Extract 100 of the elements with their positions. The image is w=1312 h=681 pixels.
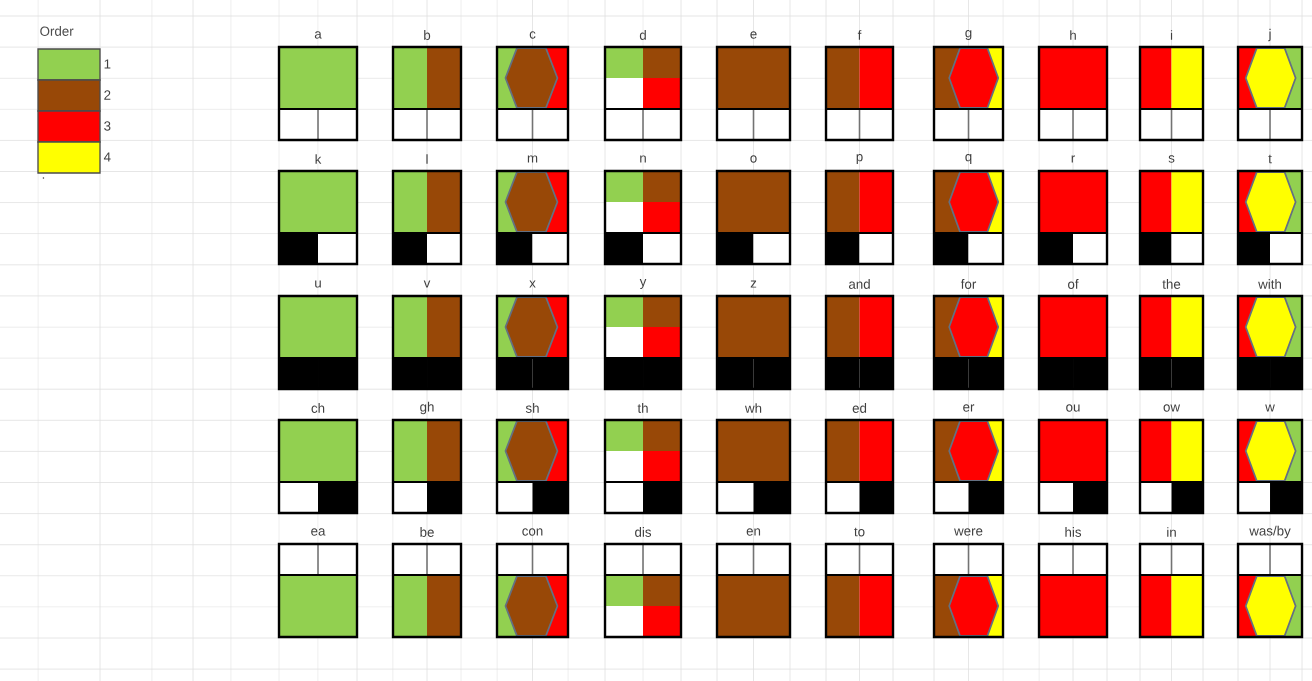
glyph: u <box>277 280 359 391</box>
node-label: sh <box>525 403 539 413</box>
node-label: was/by <box>1249 525 1291 539</box>
glyph: sh <box>495 403 570 515</box>
glyph: ou <box>1037 404 1109 515</box>
glyph: with <box>1236 279 1304 391</box>
node-label: en <box>746 528 761 536</box>
node-label: i <box>1170 30 1173 40</box>
node-label: for <box>960 279 977 289</box>
glyph: j <box>1236 28 1304 142</box>
node-label: to <box>854 527 865 537</box>
node-label: j <box>1268 28 1271 42</box>
glyph: g <box>932 30 1005 142</box>
node-label: g <box>965 30 972 40</box>
node-label: gh <box>420 401 434 415</box>
glyph: c <box>495 31 570 142</box>
glyph: m <box>495 155 570 266</box>
legend-label: 2 <box>104 90 111 100</box>
node-label: u <box>315 280 321 288</box>
glyph: w <box>1236 404 1304 515</box>
node-label: ow <box>1163 404 1181 412</box>
glyph: dis <box>603 527 683 639</box>
glyph: ea <box>277 528 359 639</box>
node-label: h <box>1070 30 1076 40</box>
node-label: n <box>640 155 646 163</box>
node-label: and <box>848 279 870 289</box>
glyph: was/by <box>1236 525 1304 639</box>
node-label: wh <box>744 403 762 413</box>
node-label: t <box>1268 154 1272 164</box>
node-label: z <box>750 280 757 288</box>
glyph: e <box>715 31 792 142</box>
node-label: with <box>1258 279 1281 289</box>
glyph: v <box>391 280 463 391</box>
node-label: y <box>639 279 647 289</box>
glyph: gh <box>391 401 463 515</box>
legend-label: 3 <box>104 121 111 131</box>
node-label: o <box>750 155 757 163</box>
node-label: m <box>527 155 538 163</box>
glyph: wh <box>715 403 792 515</box>
node-label: er <box>963 404 975 412</box>
glyph: the <box>1138 279 1205 391</box>
glyph: for <box>932 279 1005 391</box>
glyph: con <box>495 528 570 639</box>
glyph: th <box>603 403 683 515</box>
glyph: q <box>932 154 1005 266</box>
glyph: ed <box>824 403 895 515</box>
node-label: dis <box>635 527 652 537</box>
glyph: his <box>1037 527 1109 639</box>
glyph: a <box>277 31 359 142</box>
node-label: x <box>529 280 536 288</box>
node-label: k <box>315 154 322 164</box>
glyph: x <box>495 280 570 391</box>
node-label: c <box>529 31 536 39</box>
node-label: con <box>522 528 543 536</box>
glyph: i <box>1138 30 1205 142</box>
node-label: r <box>1071 155 1076 163</box>
glyph: en <box>715 528 792 639</box>
node-label: his <box>1065 527 1082 537</box>
glyph: f <box>824 30 895 142</box>
glyph: p <box>824 154 895 266</box>
glyph: er <box>932 404 1005 515</box>
glyph: t <box>1236 154 1304 266</box>
glyph: y <box>603 279 683 391</box>
glyph: be <box>391 527 463 639</box>
node-label: w <box>1265 404 1275 412</box>
legend-title: Order <box>40 26 74 36</box>
glyph: b <box>391 30 463 142</box>
node-label: of <box>1068 279 1079 289</box>
glyph: and <box>824 279 895 391</box>
node-label: th <box>637 403 648 413</box>
glyph: h <box>1037 30 1109 142</box>
node-label: ea <box>311 528 326 536</box>
glyph: k <box>277 154 359 266</box>
glyph: o <box>715 155 792 266</box>
node-label: be <box>420 527 434 537</box>
node-label: b <box>424 30 431 40</box>
glyph: of <box>1037 279 1109 391</box>
node-label: were <box>954 528 983 536</box>
glyph: s <box>1138 155 1205 266</box>
legend-label: 4 <box>103 152 111 162</box>
glyph: ow <box>1138 404 1205 515</box>
legend-label: 1 <box>104 59 111 69</box>
node-label: s <box>1168 155 1175 163</box>
node-label: ed <box>852 403 867 413</box>
node-label: f <box>857 30 862 40</box>
glyph: d <box>603 30 683 142</box>
glyph: r <box>1037 155 1109 266</box>
glyph: ch <box>277 403 359 515</box>
node-label: p <box>856 154 863 164</box>
glyph: in <box>1138 527 1205 639</box>
node-label: the <box>1162 279 1181 289</box>
glyph: z <box>715 280 792 391</box>
node-label: d <box>639 30 646 40</box>
node-label: ch <box>311 403 325 413</box>
glyph: l <box>391 154 463 266</box>
node-label: l <box>426 154 428 164</box>
node-label: in <box>1167 527 1176 537</box>
node-label: e <box>750 31 757 39</box>
node-label: ou <box>1066 404 1080 412</box>
glyph: to <box>824 527 895 639</box>
